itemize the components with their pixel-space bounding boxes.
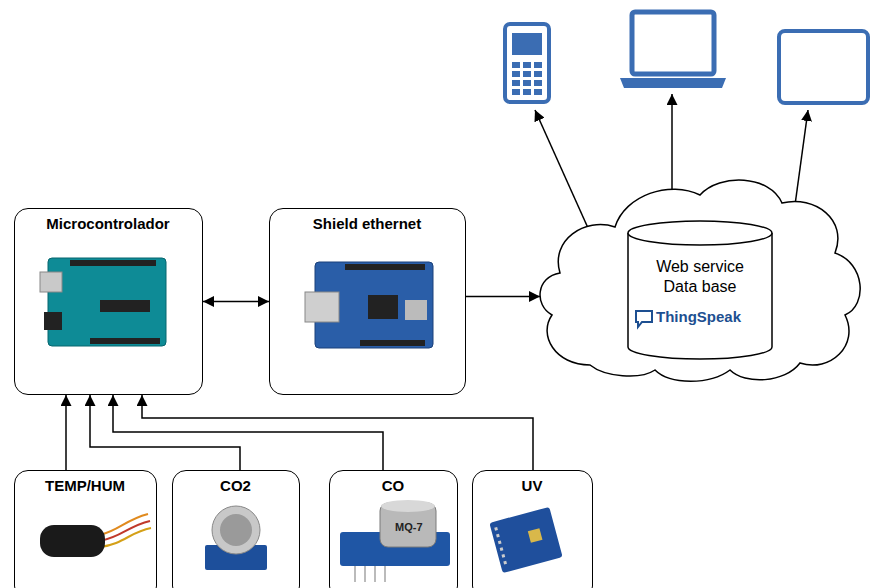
power-jack: [44, 312, 62, 330]
sensor-pin: [374, 566, 376, 582]
pin-header: [70, 260, 156, 266]
connector-arrow: [65, 395, 67, 470]
tablet-icon: [779, 31, 868, 103]
laptop-icon: [620, 12, 726, 88]
phone-key: [512, 89, 520, 95]
mq135-sensor: [205, 506, 267, 570]
uv-sensor: [489, 507, 562, 573]
phone-key: [534, 71, 542, 77]
pin-header: [345, 264, 425, 270]
phone-key: [534, 62, 542, 68]
board-pcb: [48, 258, 166, 346]
phone-key: [534, 89, 542, 95]
sensor-pin: [354, 566, 356, 582]
phone-key: [512, 71, 520, 77]
box-heading: Microcontrolador: [46, 215, 169, 234]
sensor-body: [40, 525, 105, 557]
rj45-port: [305, 292, 339, 322]
usb-port: [40, 272, 62, 292]
pin-header: [360, 340, 425, 346]
phone-key: [523, 62, 531, 68]
device-arrow: [535, 110, 588, 228]
sensor-pin: [384, 566, 386, 582]
brand-icon: [636, 311, 652, 327]
microcontroller-box: Microcontrolador: [14, 208, 203, 395]
dht-sensor: [40, 514, 151, 557]
laptop-screen: [632, 12, 714, 74]
phone-key: [523, 80, 531, 86]
sensor-cap: [381, 500, 435, 512]
phone-key: [523, 71, 531, 77]
sensor-chip: [528, 528, 543, 543]
sd-slot: [405, 300, 427, 320]
connector-arrow: [203, 301, 269, 303]
phone-icon: [505, 24, 549, 102]
shield-box: Shield ethernet: [269, 208, 466, 395]
phone-body: [505, 24, 549, 102]
pin-header: [90, 338, 160, 344]
cloud-service: Web service Data baseThingSpeak: [530, 165, 870, 385]
chip: [368, 295, 398, 319]
brand-text: ThingSpeak: [634, 308, 774, 327]
connector-arrow: [113, 395, 383, 470]
phone-key: [512, 80, 520, 86]
box-heading: CO: [382, 477, 405, 496]
database-cylinder: [628, 233, 772, 359]
board-pcb: [489, 507, 562, 573]
sensor-box: UV: [472, 470, 593, 588]
box-heading: CO2: [220, 477, 251, 496]
phone-screen: [512, 33, 542, 55]
chip: [100, 300, 150, 312]
service-text: Web service Data base: [640, 257, 760, 297]
phone-key: [523, 89, 531, 95]
box-heading: UV: [522, 477, 543, 496]
sensor-pin: [496, 527, 506, 566]
sensor-box: TEMP/HUM: [14, 470, 157, 588]
sensor-can: [212, 506, 260, 554]
connector-arrow: [466, 296, 540, 298]
box-heading: Shield ethernet: [313, 215, 421, 234]
connector-arrow: [142, 395, 533, 470]
phone-key: [512, 62, 520, 68]
box-heading: TEMP/HUM: [45, 477, 125, 496]
sensor-box: CO2: [172, 470, 300, 588]
device-arrow: [795, 110, 808, 205]
sensor-wire: [100, 528, 151, 547]
database-top: [628, 221, 772, 245]
arduino-board: [40, 258, 166, 346]
ethernet-shield: [305, 262, 433, 348]
sensor-mesh: [220, 514, 252, 546]
device-arrow: [671, 94, 673, 189]
sensor-pin: [364, 566, 366, 582]
phone-key: [534, 80, 542, 86]
mq7-sensor: [340, 500, 450, 582]
laptop-base: [620, 78, 726, 88]
part-marking: MQ-7: [393, 521, 425, 533]
cloud-shape: [540, 180, 860, 381]
tablet-body: [779, 31, 868, 103]
